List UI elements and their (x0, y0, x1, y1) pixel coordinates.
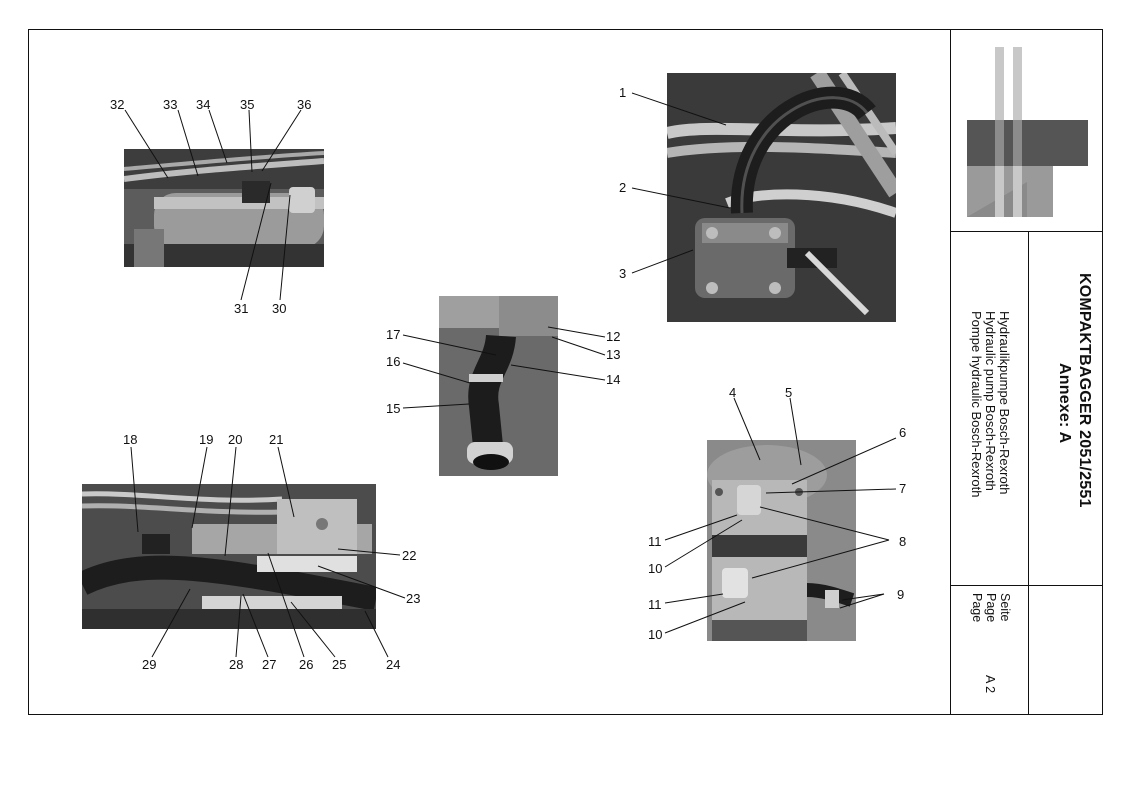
callout-7: 7 (899, 481, 907, 496)
callout-17: 17 (386, 327, 401, 342)
callout-5: 5 (785, 385, 793, 400)
callout-3: 3 (619, 266, 627, 281)
callout-16: 16 (386, 354, 401, 369)
callout-10-lower: 10 (648, 627, 663, 642)
callout-34: 34 (196, 97, 211, 112)
callout-36: 36 (297, 97, 312, 112)
photo-pump-body-detail (707, 440, 856, 641)
photo-pressure-line-assembly (82, 484, 376, 629)
callout-9: 9 (897, 587, 905, 602)
callout-13: 13 (606, 347, 621, 362)
callout-25: 25 (332, 657, 347, 672)
description-de: Hydraulikpumpe Bosch-Rexroth (997, 311, 1012, 495)
callout-8: 8 (899, 534, 907, 549)
callout-21: 21 (269, 432, 284, 447)
callout-33: 33 (163, 97, 178, 112)
callout-6: 6 (899, 425, 907, 440)
callout-23: 23 (406, 591, 421, 606)
callout-31: 31 (234, 301, 249, 316)
annex-label: Annexe: A (1056, 363, 1073, 444)
callout-32: 32 (110, 97, 125, 112)
callout-18: 18 (123, 432, 138, 447)
callout-22: 22 (402, 548, 417, 563)
callout-19: 19 (199, 432, 214, 447)
page-label-en: Page (984, 593, 998, 623)
callout-24: 24 (386, 657, 401, 672)
photo-suction-hose (439, 296, 558, 476)
callout-11-upper: 11 (648, 534, 662, 549)
callout-1: 1 (619, 85, 627, 100)
callout-10-upper: 10 (648, 561, 663, 576)
photo-pump-fittings (124, 149, 324, 267)
title-block-divider-vertical (1028, 231, 1029, 714)
callout-35: 35 (240, 97, 255, 112)
photo-hydraulic-pump-hoses (667, 73, 896, 322)
title-block-divider-top (951, 231, 1103, 232)
callout-4: 4 (729, 385, 737, 400)
description-fr: Pompe hydraulic Bosch-Rexroth (969, 311, 984, 498)
callout-12: 12 (606, 329, 621, 344)
callout-14: 14 (606, 372, 621, 387)
page-number: A 2 (983, 675, 997, 694)
drawing-sheet-border (28, 29, 1103, 715)
callout-20: 20 (228, 432, 243, 447)
callout-2: 2 (619, 180, 627, 195)
description-en: Hydraulic pump Bosch-Rexroth (983, 311, 998, 491)
callout-29: 29 (142, 657, 157, 672)
callout-27: 27 (262, 657, 277, 672)
page-label-de: Seite (998, 593, 1012, 622)
callout-15: 15 (386, 401, 401, 416)
document-title: KOMPAKTBAGGER 2051/2551 (1076, 273, 1093, 508)
title-block-divider-bottom (951, 585, 1103, 586)
title-block: KOMPAKTBAGGER 2051/2551 Annexe: A Hydrau… (950, 29, 1103, 715)
callout-30: 30 (272, 301, 287, 316)
callout-11-lower: 11 (648, 597, 662, 612)
callout-26: 26 (299, 657, 314, 672)
company-logo (967, 47, 1088, 217)
callout-28: 28 (229, 657, 244, 672)
page-label-fr: Page (970, 593, 984, 623)
